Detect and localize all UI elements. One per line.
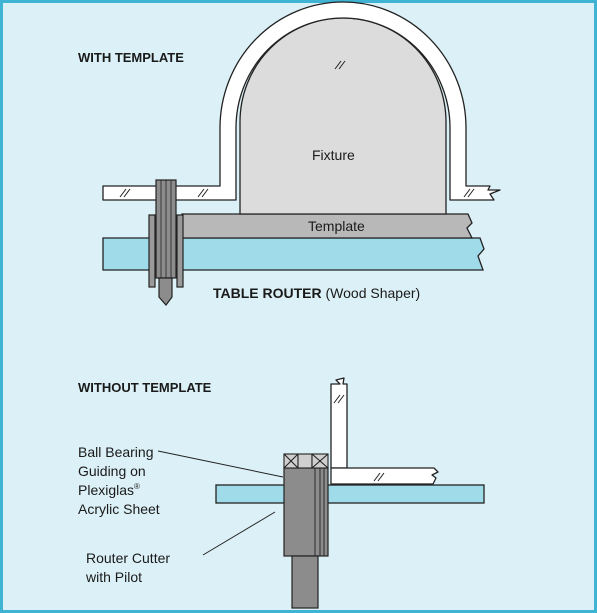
acrylic-sheet [215,484,485,504]
bearing-leader-line [157,450,284,478]
router-bit-top [148,179,184,306]
template-label: Template [308,218,365,234]
ball-bearing-row [283,453,329,469]
router-cutter [283,467,329,609]
router-table-top [102,237,485,271]
with-template-heading: WITH TEMPLATE [78,50,184,65]
table-router-caption-bold: TABLE ROUTER [213,285,322,301]
without-template-heading: WITHOUT TEMPLATE [78,380,212,395]
table-router-caption: TABLE ROUTER (Wood Shaper) [213,285,420,301]
cutter-leader-line [202,511,276,556]
table-router-caption-rest: (Wood Shaper) [322,285,421,301]
strap-hatch-marks [119,60,475,198]
fixture-label: Fixture [312,147,355,163]
ball-bearing-label: Ball Bearing Guiding on Plexiglas® Acryl… [78,444,160,517]
clamp-strap [102,1,501,201]
router-cutter-label: Router Cutter with Pilot [85,550,174,585]
horizontal-workpiece [330,467,439,485]
vertical-workpiece [330,377,348,469]
